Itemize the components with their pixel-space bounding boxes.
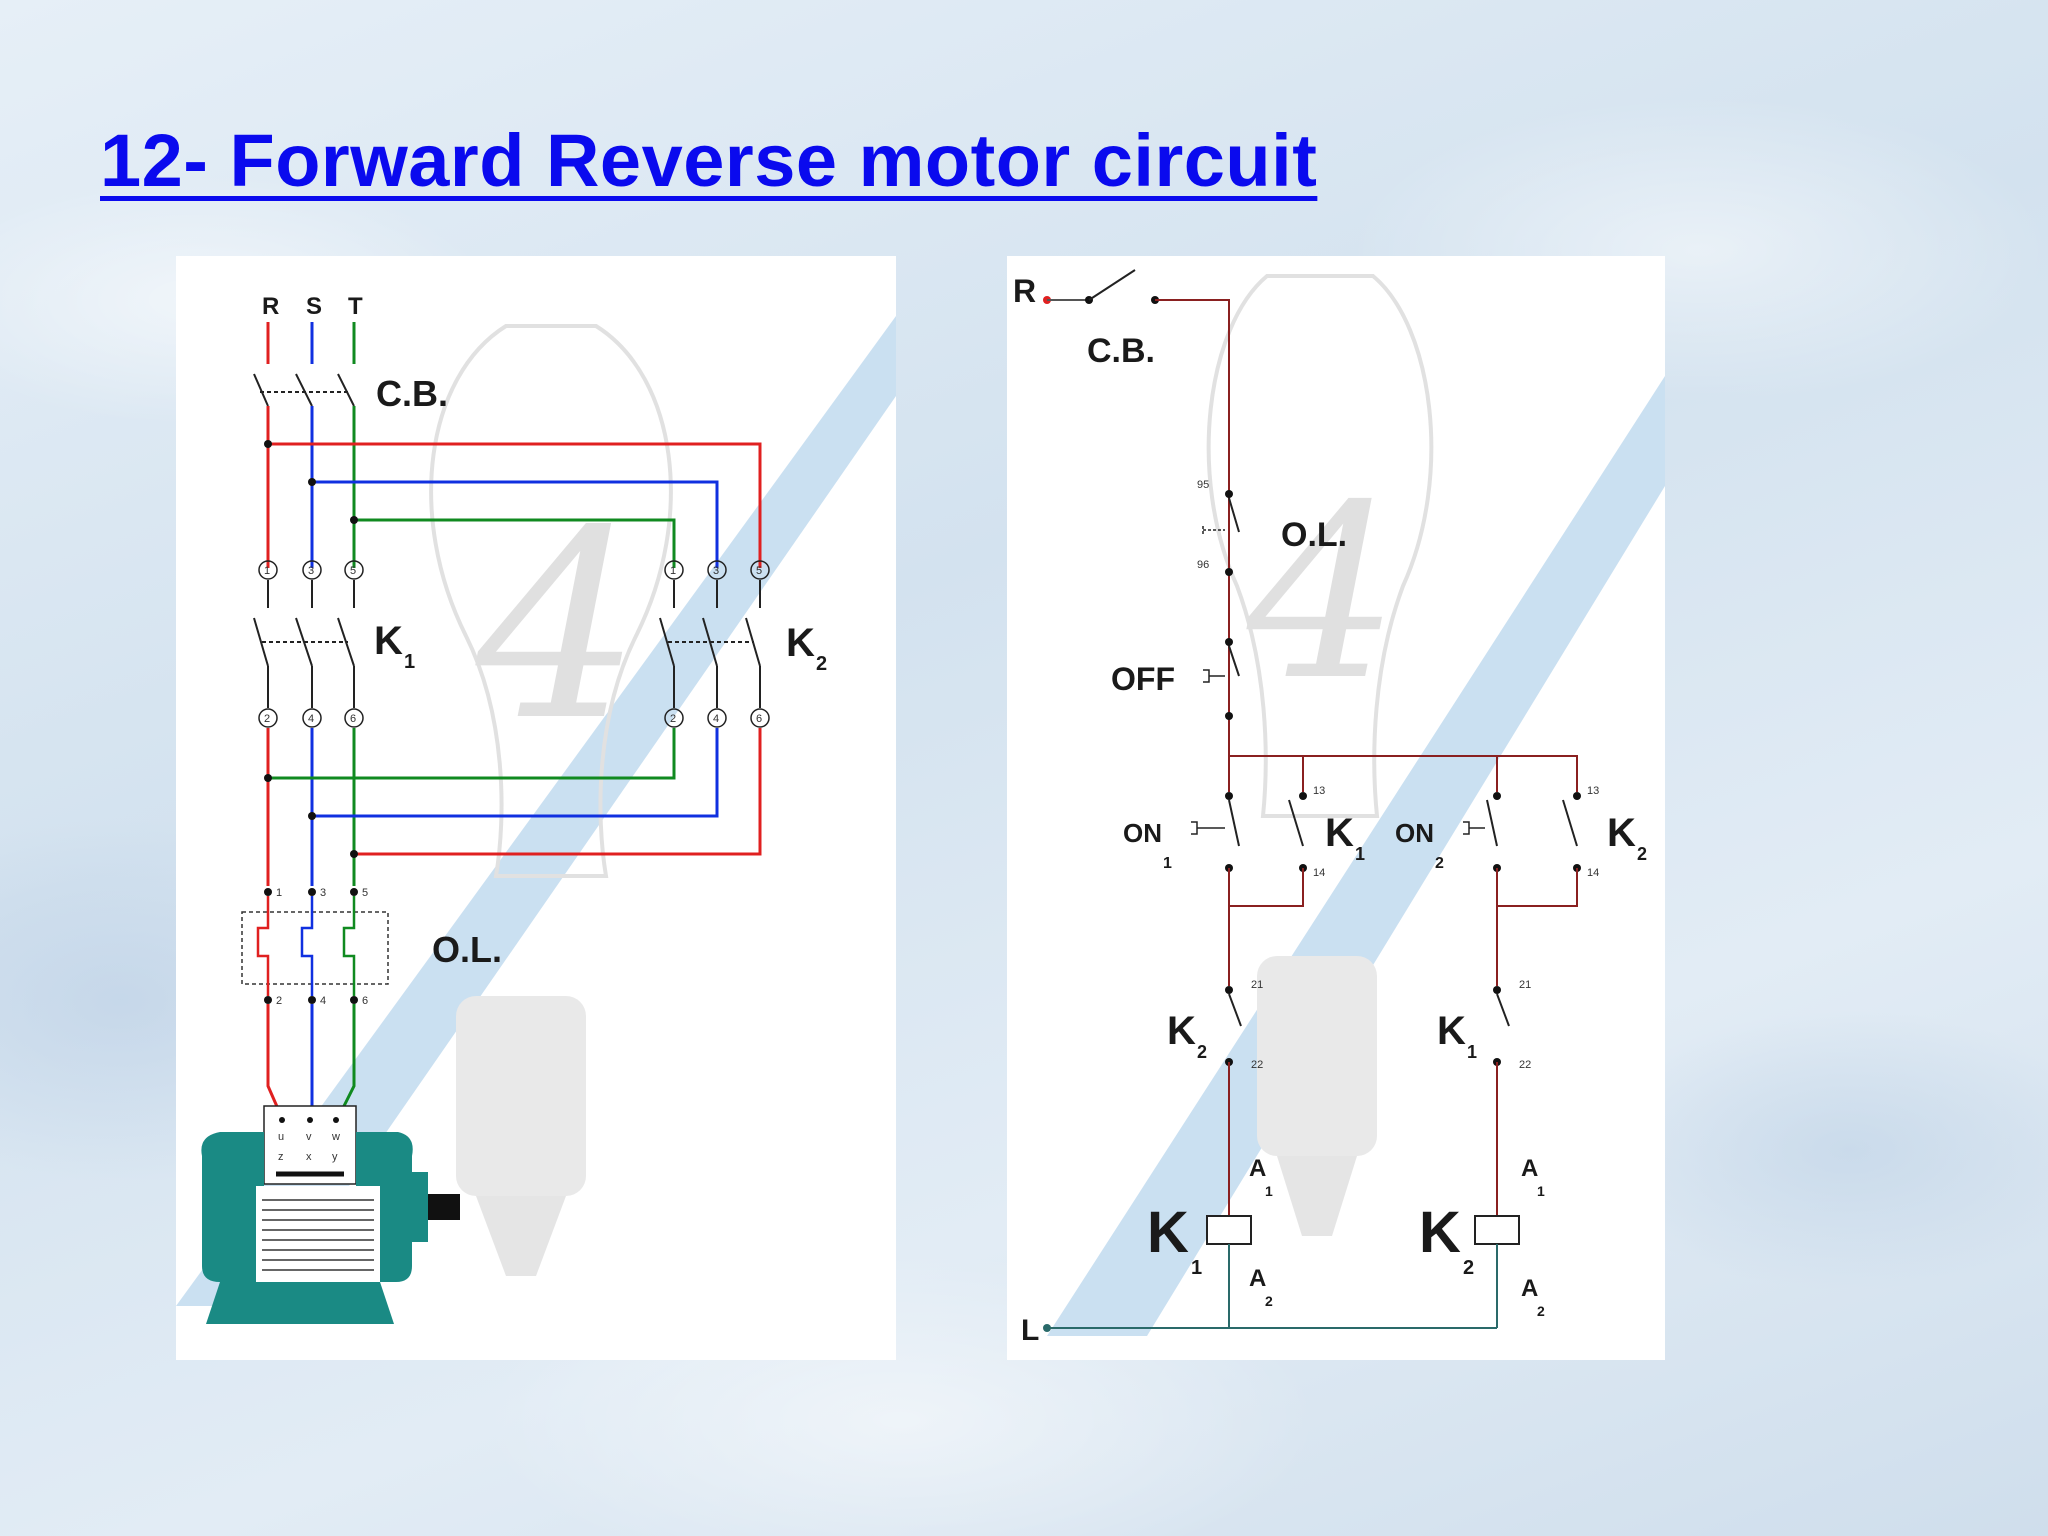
phase-t-label: T <box>348 293 363 320</box>
svg-text:3: 3 <box>320 887 326 899</box>
off-pushbutton-symbol <box>1203 638 1240 720</box>
on2-subscript: 2 <box>1435 855 1444 872</box>
svg-text:A: A <box>1521 1275 1538 1302</box>
svg-text:6: 6 <box>756 713 762 725</box>
on1-pushbutton-symbol <box>1191 792 1240 872</box>
svg-text:3: 3 <box>713 565 719 577</box>
off-button-label: OFF <box>1111 661 1175 697</box>
k2-coil-symbol: A 1 A 2 <box>1474 1155 1545 1319</box>
k1-interlock-label: K <box>1437 1009 1466 1053</box>
svg-text:v: v <box>306 1131 312 1143</box>
svg-text:2: 2 <box>276 995 282 1007</box>
svg-text:A: A <box>1249 1265 1266 1292</box>
on1-subscript: 1 <box>1163 855 1172 872</box>
svg-text:1: 1 <box>276 887 282 899</box>
power-circuit-diagram: 4 R S T C.B. 1 3 <box>176 256 896 1360</box>
svg-text:2: 2 <box>264 713 270 725</box>
svg-text:4: 4 <box>472 476 641 778</box>
k1-label: K <box>374 619 403 663</box>
k2-subscript: 2 <box>816 653 827 675</box>
svg-text:1: 1 <box>670 565 676 577</box>
svg-text:A: A <box>1521 1155 1538 1182</box>
svg-text:5: 5 <box>756 565 762 577</box>
control-circuit-diagram: 4 R C.B. 95 96 O.L. OFF <box>1007 256 1665 1360</box>
overload-relay-symbol: 1 3 5 2 4 6 <box>241 887 389 1007</box>
phase-s-label: S <box>306 293 322 320</box>
svg-text:2: 2 <box>1537 1303 1545 1319</box>
on2-label: ON <box>1395 818 1434 848</box>
k1-coil-label: K <box>1147 1200 1189 1265</box>
k2-coil-label: K <box>1419 1200 1461 1265</box>
svg-text:1: 1 <box>1265 1183 1273 1199</box>
contactor-k1-main-contacts: 1 3 5 2 4 6 <box>253 560 364 728</box>
svg-text:1: 1 <box>264 565 270 577</box>
svg-text:6: 6 <box>350 713 356 725</box>
svg-text:y: y <box>332 1151 338 1163</box>
circuit-breaker-symbol <box>253 373 355 407</box>
svg-text:u: u <box>278 1131 284 1143</box>
svg-text:x: x <box>306 1151 312 1163</box>
phase-r-label: R <box>262 293 279 320</box>
svg-text:4: 4 <box>713 713 719 725</box>
k2-coil-subscript: 2 <box>1463 1257 1474 1279</box>
contactor-k2-main-contacts: 1 3 5 2 4 6 <box>659 560 770 728</box>
k2-aux-label: K <box>1607 811 1636 855</box>
svg-text:3: 3 <box>308 565 314 577</box>
power-overload-label: O.L. <box>432 929 502 970</box>
svg-text:z: z <box>278 1151 284 1163</box>
control-overload-label: O.L. <box>1281 516 1347 554</box>
k1-coil-symbol: A 1 A 2 <box>1206 1155 1273 1309</box>
power-breaker-label: C.B. <box>376 373 448 414</box>
svg-text:A: A <box>1249 1155 1266 1182</box>
svg-text:5: 5 <box>350 565 356 577</box>
svg-text:14: 14 <box>1587 867 1599 879</box>
motor-symbol: u v w z x y <box>201 1105 460 1324</box>
svg-text:5: 5 <box>362 887 368 899</box>
svg-text:w: w <box>331 1131 340 1143</box>
svg-text:1: 1 <box>1537 1183 1545 1199</box>
on2-pushbutton-symbol <box>1463 792 1501 872</box>
svg-text:21: 21 <box>1519 979 1531 991</box>
svg-text:4: 4 <box>320 995 326 1007</box>
svg-text:21: 21 <box>1251 979 1263 991</box>
k1-coil-subscript: 1 <box>1191 1257 1202 1279</box>
k1-aux-label: K <box>1325 811 1354 855</box>
control-breaker-label: C.B. <box>1087 332 1155 370</box>
svg-text:22: 22 <box>1251 1059 1263 1071</box>
slide-title: 12- Forward Reverse motor circuit <box>100 119 1318 202</box>
k2-label: K <box>786 621 815 665</box>
control-line-label: R <box>1013 273 1036 309</box>
control-neutral-label: L <box>1021 1314 1039 1347</box>
svg-text:96: 96 <box>1197 559 1209 571</box>
k1-interlock-subscript: 1 <box>1467 1042 1477 1062</box>
svg-text:2: 2 <box>670 713 676 725</box>
svg-text:4: 4 <box>1246 453 1400 733</box>
k1-aux-subscript: 1 <box>1355 844 1365 864</box>
svg-text:4: 4 <box>308 713 314 725</box>
k2-aux-subscript: 2 <box>1637 844 1647 864</box>
svg-text:22: 22 <box>1519 1059 1531 1071</box>
svg-text:95: 95 <box>1197 479 1209 491</box>
svg-text:13: 13 <box>1313 785 1325 797</box>
k1-aux-no-contact: 13 14 <box>1288 785 1325 879</box>
watermark-logo: 4 <box>1047 274 1665 1336</box>
overload-nc-contact: 95 96 <box>1197 479 1240 576</box>
k1-subscript: 1 <box>404 651 415 673</box>
on1-label: ON <box>1123 818 1162 848</box>
k2-interlock-subscript: 2 <box>1197 1042 1207 1062</box>
k2-aux-no-contact: 13 14 <box>1562 785 1599 879</box>
svg-text:14: 14 <box>1313 867 1325 879</box>
k2-interlock-label: K <box>1167 1009 1196 1053</box>
svg-text:13: 13 <box>1587 785 1599 797</box>
svg-text:6: 6 <box>362 995 368 1007</box>
svg-text:2: 2 <box>1265 1293 1273 1309</box>
k2-nc-interlock: 21 22 <box>1225 979 1263 1071</box>
k1-nc-interlock: 21 22 <box>1493 979 1531 1071</box>
